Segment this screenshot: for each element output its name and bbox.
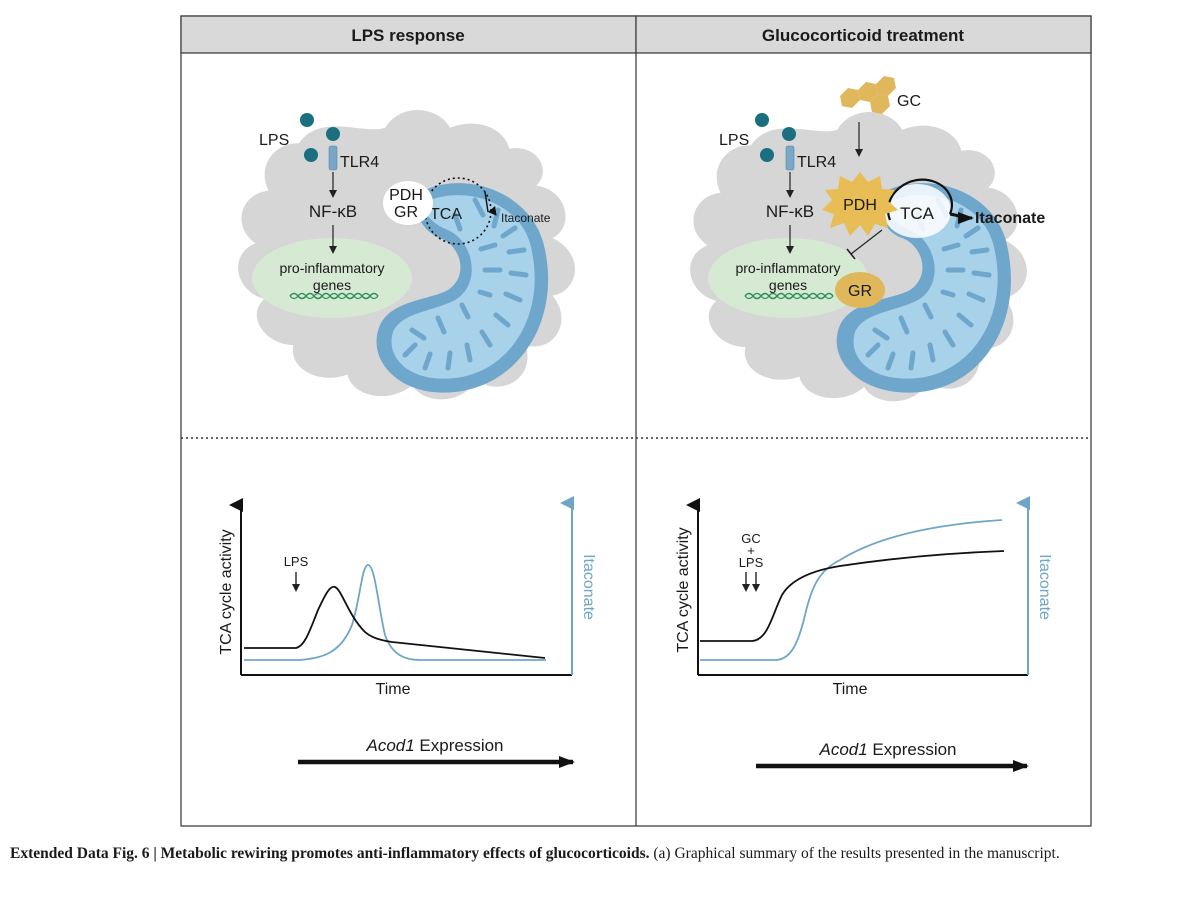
tca-cycle-right bbox=[887, 178, 953, 221]
header-bar-left bbox=[180, 15, 637, 54]
header-left: LPS response bbox=[351, 26, 464, 45]
header-bar-right bbox=[635, 15, 1092, 54]
genes-label-right-1: pro-inflammatory bbox=[735, 260, 840, 276]
tca-label-right: TCA bbox=[900, 204, 935, 223]
lps-annotation-left: LPS bbox=[284, 554, 309, 569]
gr-label-left: GR bbox=[394, 204, 418, 221]
ylabel-left: TCA cycle activity bbox=[218, 529, 235, 654]
caption-text: (a) Graphical summary of the results pre… bbox=[649, 845, 1060, 862]
lps-dot bbox=[755, 113, 769, 127]
acod1-label-right: Acod1 Expression bbox=[818, 740, 956, 759]
gc-annotation-line1: GC bbox=[741, 531, 761, 546]
genes-label-right-2: genes bbox=[769, 277, 807, 293]
lps-dot bbox=[326, 127, 340, 141]
figure: LPS response Glucocorticoid treatment TC… bbox=[180, 15, 1092, 827]
genes-label-left-2: genes bbox=[313, 277, 351, 293]
gc-molecule bbox=[840, 76, 896, 114]
lps-label-left: LPS bbox=[259, 132, 289, 149]
figure-caption: Extended Data Fig. 6 | Metabolic rewirin… bbox=[10, 843, 1190, 865]
lps-label-right: LPS bbox=[719, 132, 749, 149]
xlabel-right: Time bbox=[833, 681, 868, 698]
lps-dot bbox=[782, 127, 796, 141]
nfkb-label-left: NF-κB bbox=[309, 202, 357, 221]
tca-label-left: TCA bbox=[430, 206, 462, 223]
lps-dot bbox=[300, 113, 314, 127]
left-graph: TCA cycle activity Itaconate Time LPS Ac… bbox=[218, 496, 597, 768]
itaconate-label-right: Itaconate bbox=[975, 210, 1045, 227]
y2label-left: Itaconate bbox=[580, 554, 597, 620]
left-diagram: TCA Itaconate PDH GR LPS TLR4 NF-κB pro-… bbox=[238, 109, 575, 400]
header-right: Glucocorticoid treatment bbox=[762, 26, 964, 45]
xlabel-left: Time bbox=[376, 681, 411, 698]
lps-dot bbox=[760, 148, 774, 162]
nfkb-label-right: NF-κB bbox=[766, 202, 814, 221]
caption-title: Extended Data Fig. 6 | Metabolic rewirin… bbox=[10, 845, 650, 862]
tlr4-receptor-left bbox=[328, 145, 338, 171]
gc-annotation-line2: + bbox=[747, 543, 755, 558]
right-diagram: TCA Itaconate GC PDH GR LPS TLR4 NF-κB p… bbox=[690, 76, 1045, 402]
tca-curve-right bbox=[700, 550, 1005, 642]
pdh-label-left: PDH bbox=[389, 187, 423, 204]
right-graph: TCA cycle activity Itaconate Time GC + L… bbox=[675, 496, 1053, 772]
gc-label: GC bbox=[897, 93, 921, 110]
tlr4-label-left: TLR4 bbox=[340, 154, 379, 171]
ylabel-right: TCA cycle activity bbox=[675, 527, 692, 652]
lps-dot bbox=[304, 148, 318, 162]
gr-label-right: GR bbox=[848, 283, 872, 300]
pdh-label-right: PDH bbox=[843, 197, 877, 214]
genes-label-left-1: pro-inflammatory bbox=[279, 260, 384, 276]
gr-right bbox=[835, 272, 885, 308]
acod1-label-left: Acod1 Expression bbox=[365, 736, 503, 755]
tlr4-label-right: TLR4 bbox=[797, 154, 836, 171]
gc-annotation-line3: LPS bbox=[739, 555, 764, 570]
itaconate-label-left: Itaconate bbox=[501, 211, 551, 225]
tca-curve-left bbox=[244, 585, 546, 659]
tlr4-receptor-right bbox=[785, 145, 795, 171]
dna-left bbox=[289, 292, 379, 300]
pdh-gr-complex-left bbox=[383, 181, 433, 225]
itaconate-curve-left bbox=[244, 564, 546, 661]
y2label-right: Itaconate bbox=[1036, 554, 1053, 620]
dna-right bbox=[744, 292, 834, 300]
pdh-activated bbox=[822, 172, 898, 236]
